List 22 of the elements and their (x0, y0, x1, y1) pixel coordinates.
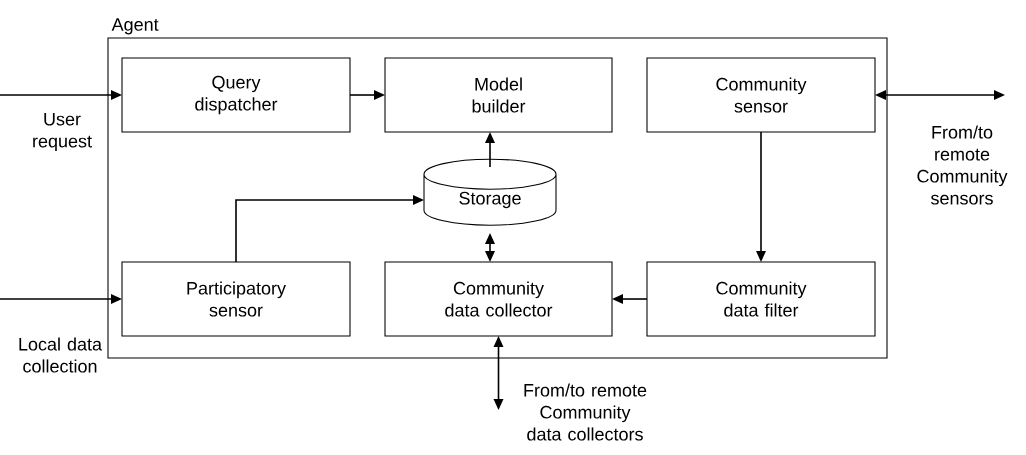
process-box: Query dispatcher (121, 57, 351, 133)
arrow (875, 90, 1005, 100)
process-box: Model builder (384, 57, 613, 133)
process-box: Community data collector (384, 261, 613, 337)
arrow (235, 195, 424, 263)
edge-label: From/to remote Community data collectors (524, 383, 647, 441)
process-box: Community sensor (646, 57, 876, 133)
arrow (0, 294, 122, 304)
storage-cylinder: Storage (423, 158, 557, 226)
arrow (0, 90, 122, 100)
edge-label: User request (33, 112, 92, 152)
arrow (349, 90, 385, 100)
edge-label: Local data collection (19, 337, 102, 373)
arrow (612, 294, 648, 304)
edge-label: From/to remote Community sensors (917, 125, 1008, 205)
process-box: Participatory sensor (121, 261, 351, 337)
arrow (493, 336, 504, 410)
box-heading: Agent (111, 18, 159, 35)
process-box: Community data filter (646, 261, 876, 337)
arrow (485, 233, 495, 262)
arrow (756, 131, 766, 262)
arrow (485, 132, 495, 168)
